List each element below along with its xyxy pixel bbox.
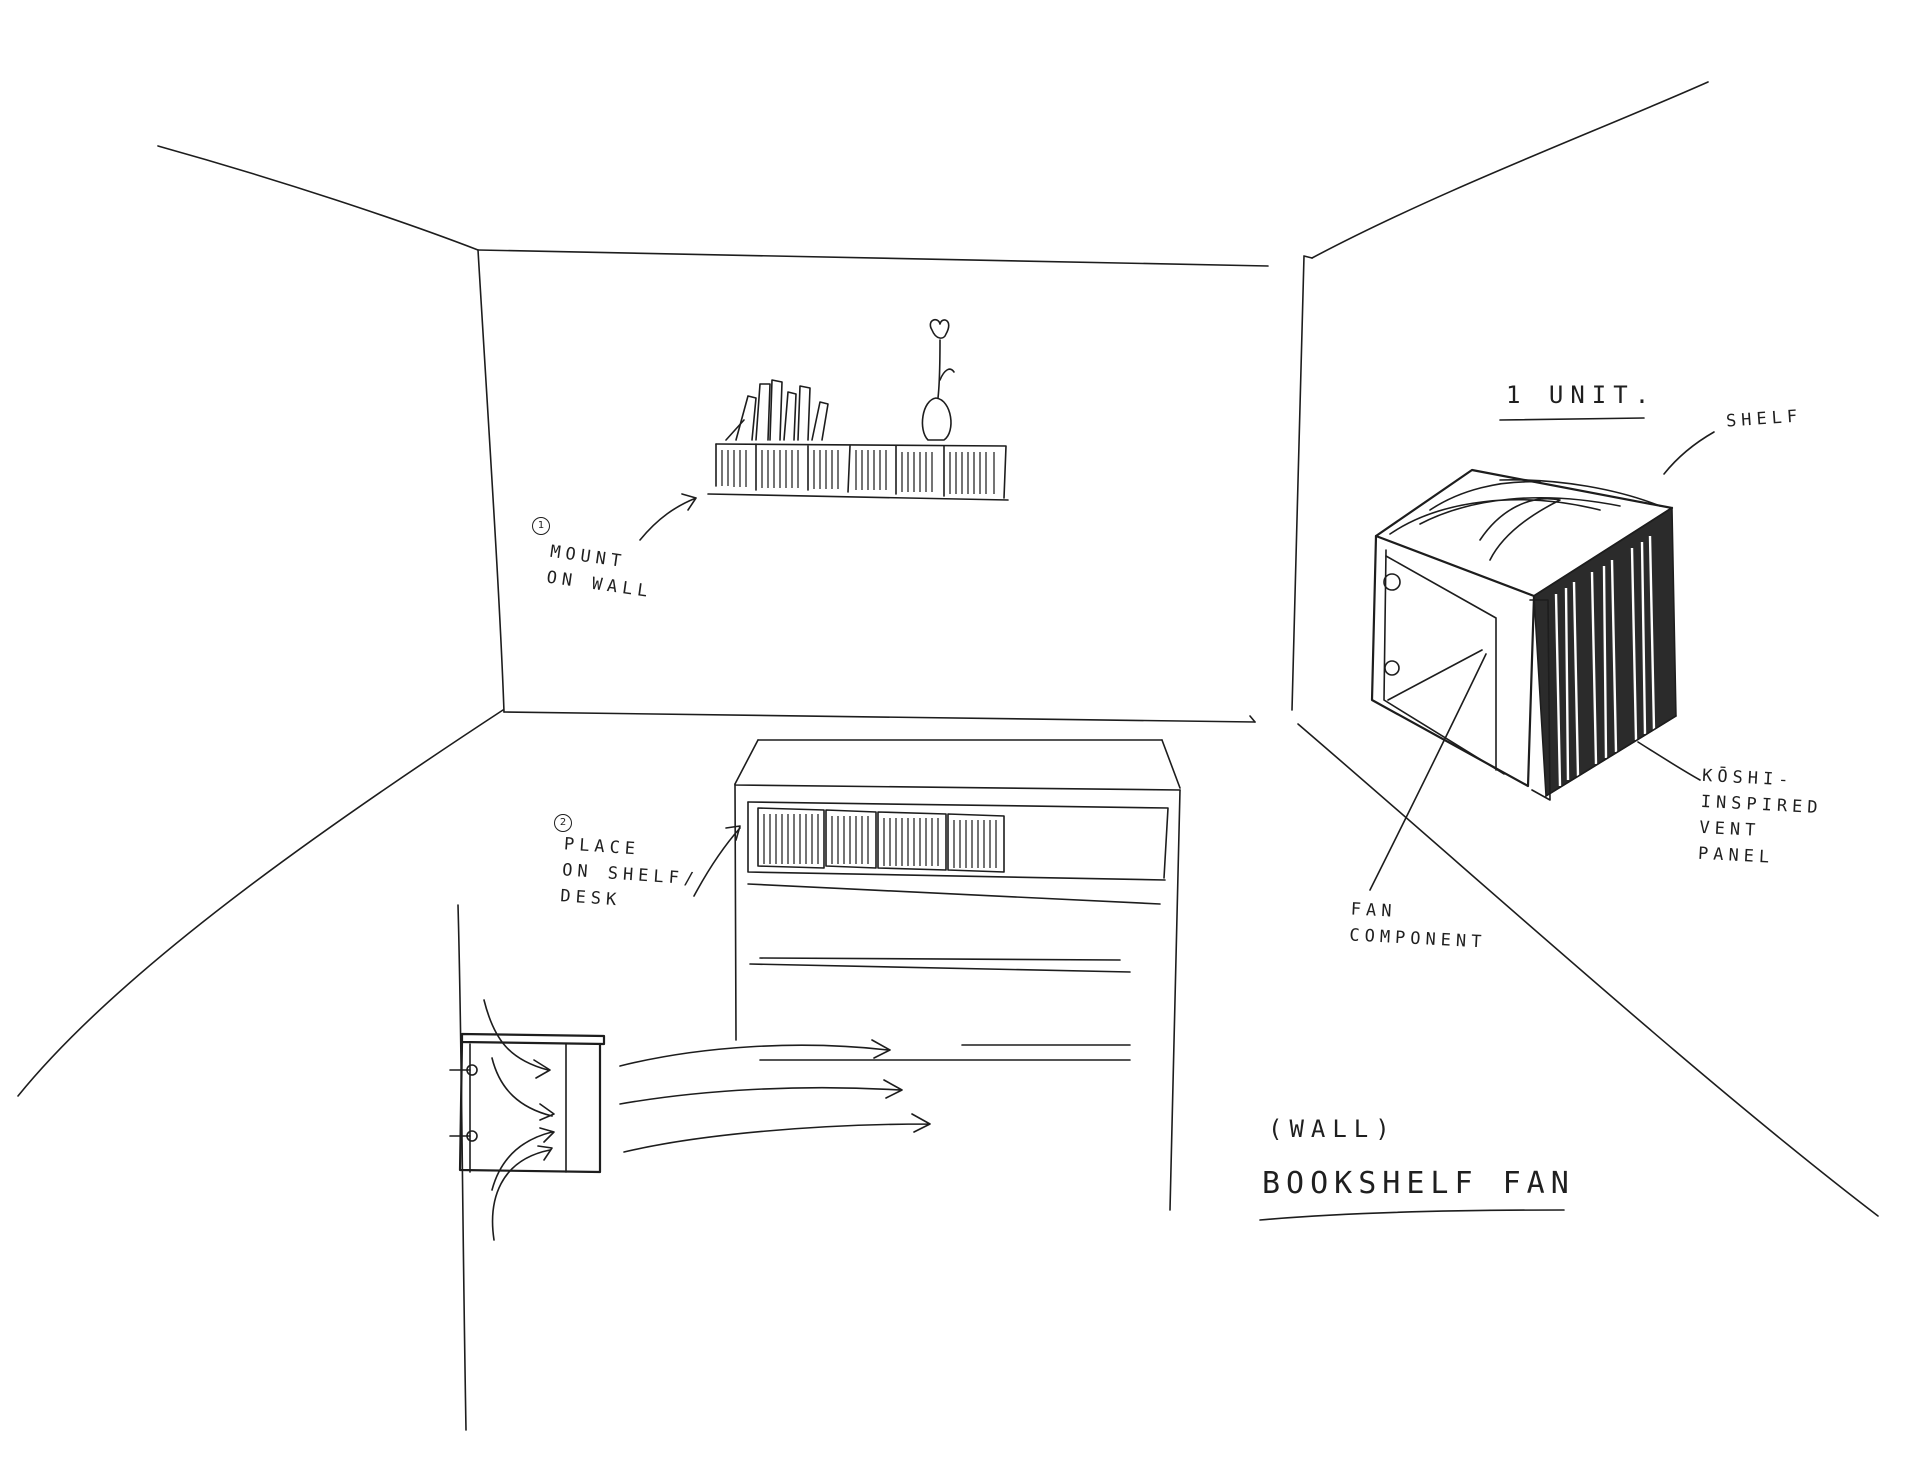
title-prefix-label: (WALL) [1268,1115,1397,1143]
vent-panel-label: KŌSHI- INSPIRED VENT PANEL [1697,765,1824,868]
title-underline [1259,1209,1565,1221]
wall-mounted-shelf [707,318,1009,501]
place-arrow [693,825,741,897]
shelf-leader [1663,431,1715,475]
vent-leader [1637,741,1701,781]
shelf-label: SHELF [1725,406,1803,432]
side-view-fan-unit [449,904,931,1431]
step-1-badge: 1 [532,517,550,535]
unit-title-label: 1 UNIT. [1506,381,1657,409]
room-perspective-lines [17,81,1879,1217]
sketch-title: BOOKSHELF FAN [1262,1166,1575,1201]
desk-shelf [734,739,1181,1211]
mount-arrow [639,493,697,541]
isometric-unit-detail [1370,468,1677,801]
unit-title-underline [1499,417,1645,421]
step-2-label: PLACE ON SHELF/ DESK [559,834,700,911]
step-2-badge: 2 [554,814,572,832]
fan-leader [1369,653,1487,891]
fan-component-label: FAN COMPONENT [1348,899,1487,953]
